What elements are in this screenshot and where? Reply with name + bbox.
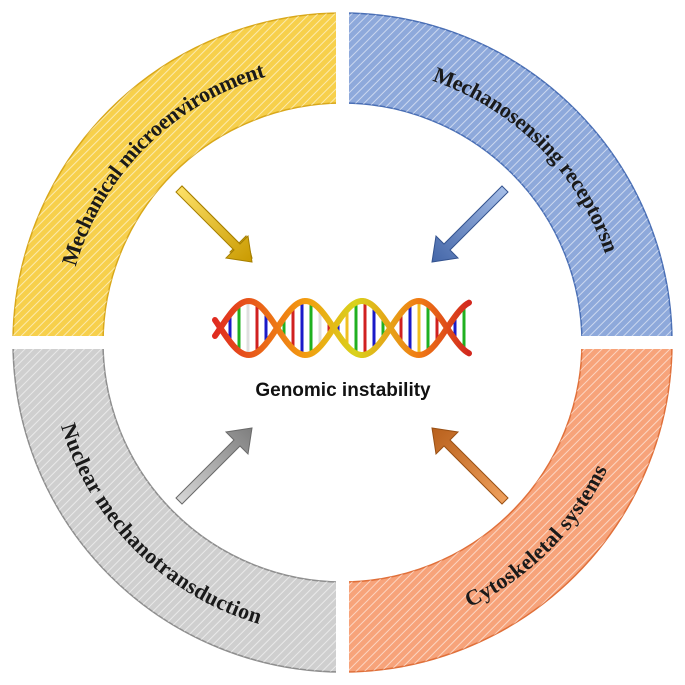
ring-segment-cytoskeletal-systems: [342, 342, 673, 673]
ring-segment-nuclear-mechanotransduction: [12, 342, 343, 673]
arrow-bottom-left-icon: [175, 427, 253, 505]
center-title: Genomic instability: [255, 380, 431, 401]
dna-strand: [212, 297, 472, 359]
arrow-bottom-right-icon: [431, 427, 509, 505]
ring-segment-mechanical-microenvironment: [12, 12, 343, 344]
ring-segment-mechanosensing-receptors: [342, 12, 673, 344]
dna-double-helix-icon: [212, 297, 472, 359]
arrow-top-left-icon: [175, 185, 253, 263]
arrow-top-right-icon: [431, 185, 509, 263]
dna-strand: [212, 297, 472, 359]
